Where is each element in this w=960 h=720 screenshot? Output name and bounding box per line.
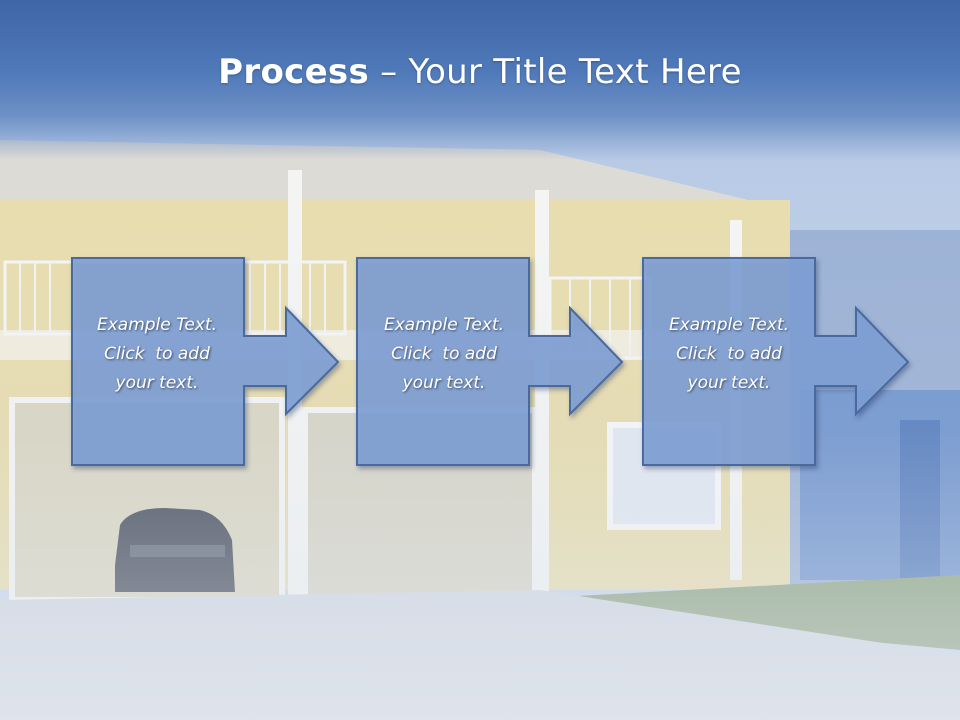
step-text-line: Example Text. (668, 315, 790, 335)
title-rest-text: – Your Title Text Here (369, 52, 742, 92)
step-text-line: Click to add (104, 344, 210, 364)
title-bold-text: Process (218, 52, 370, 92)
step-text-line: Example Text. (383, 315, 505, 335)
process-step-2-text[interactable]: Example Text. Click to add your text. (359, 311, 529, 398)
step-text-line: your text. (115, 373, 199, 393)
process-arrow-3[interactable] (642, 257, 910, 466)
step-text-line: Click to add (676, 344, 782, 364)
process-step-3-text[interactable]: Example Text. Click to add your text. (644, 311, 814, 398)
slide-title[interactable]: Process – Your Title Text Here (0, 52, 960, 92)
title-band (0, 0, 960, 160)
step-text-line: Click to add (391, 344, 497, 364)
process-step-1-text[interactable]: Example Text. Click to add your text. (72, 311, 242, 398)
process-arrow-1[interactable] (71, 257, 340, 466)
step-text-line: Example Text. (96, 315, 218, 335)
process-arrow-2[interactable] (356, 257, 624, 466)
step-text-line: your text. (402, 373, 486, 393)
step-text-line: your text. (687, 373, 771, 393)
